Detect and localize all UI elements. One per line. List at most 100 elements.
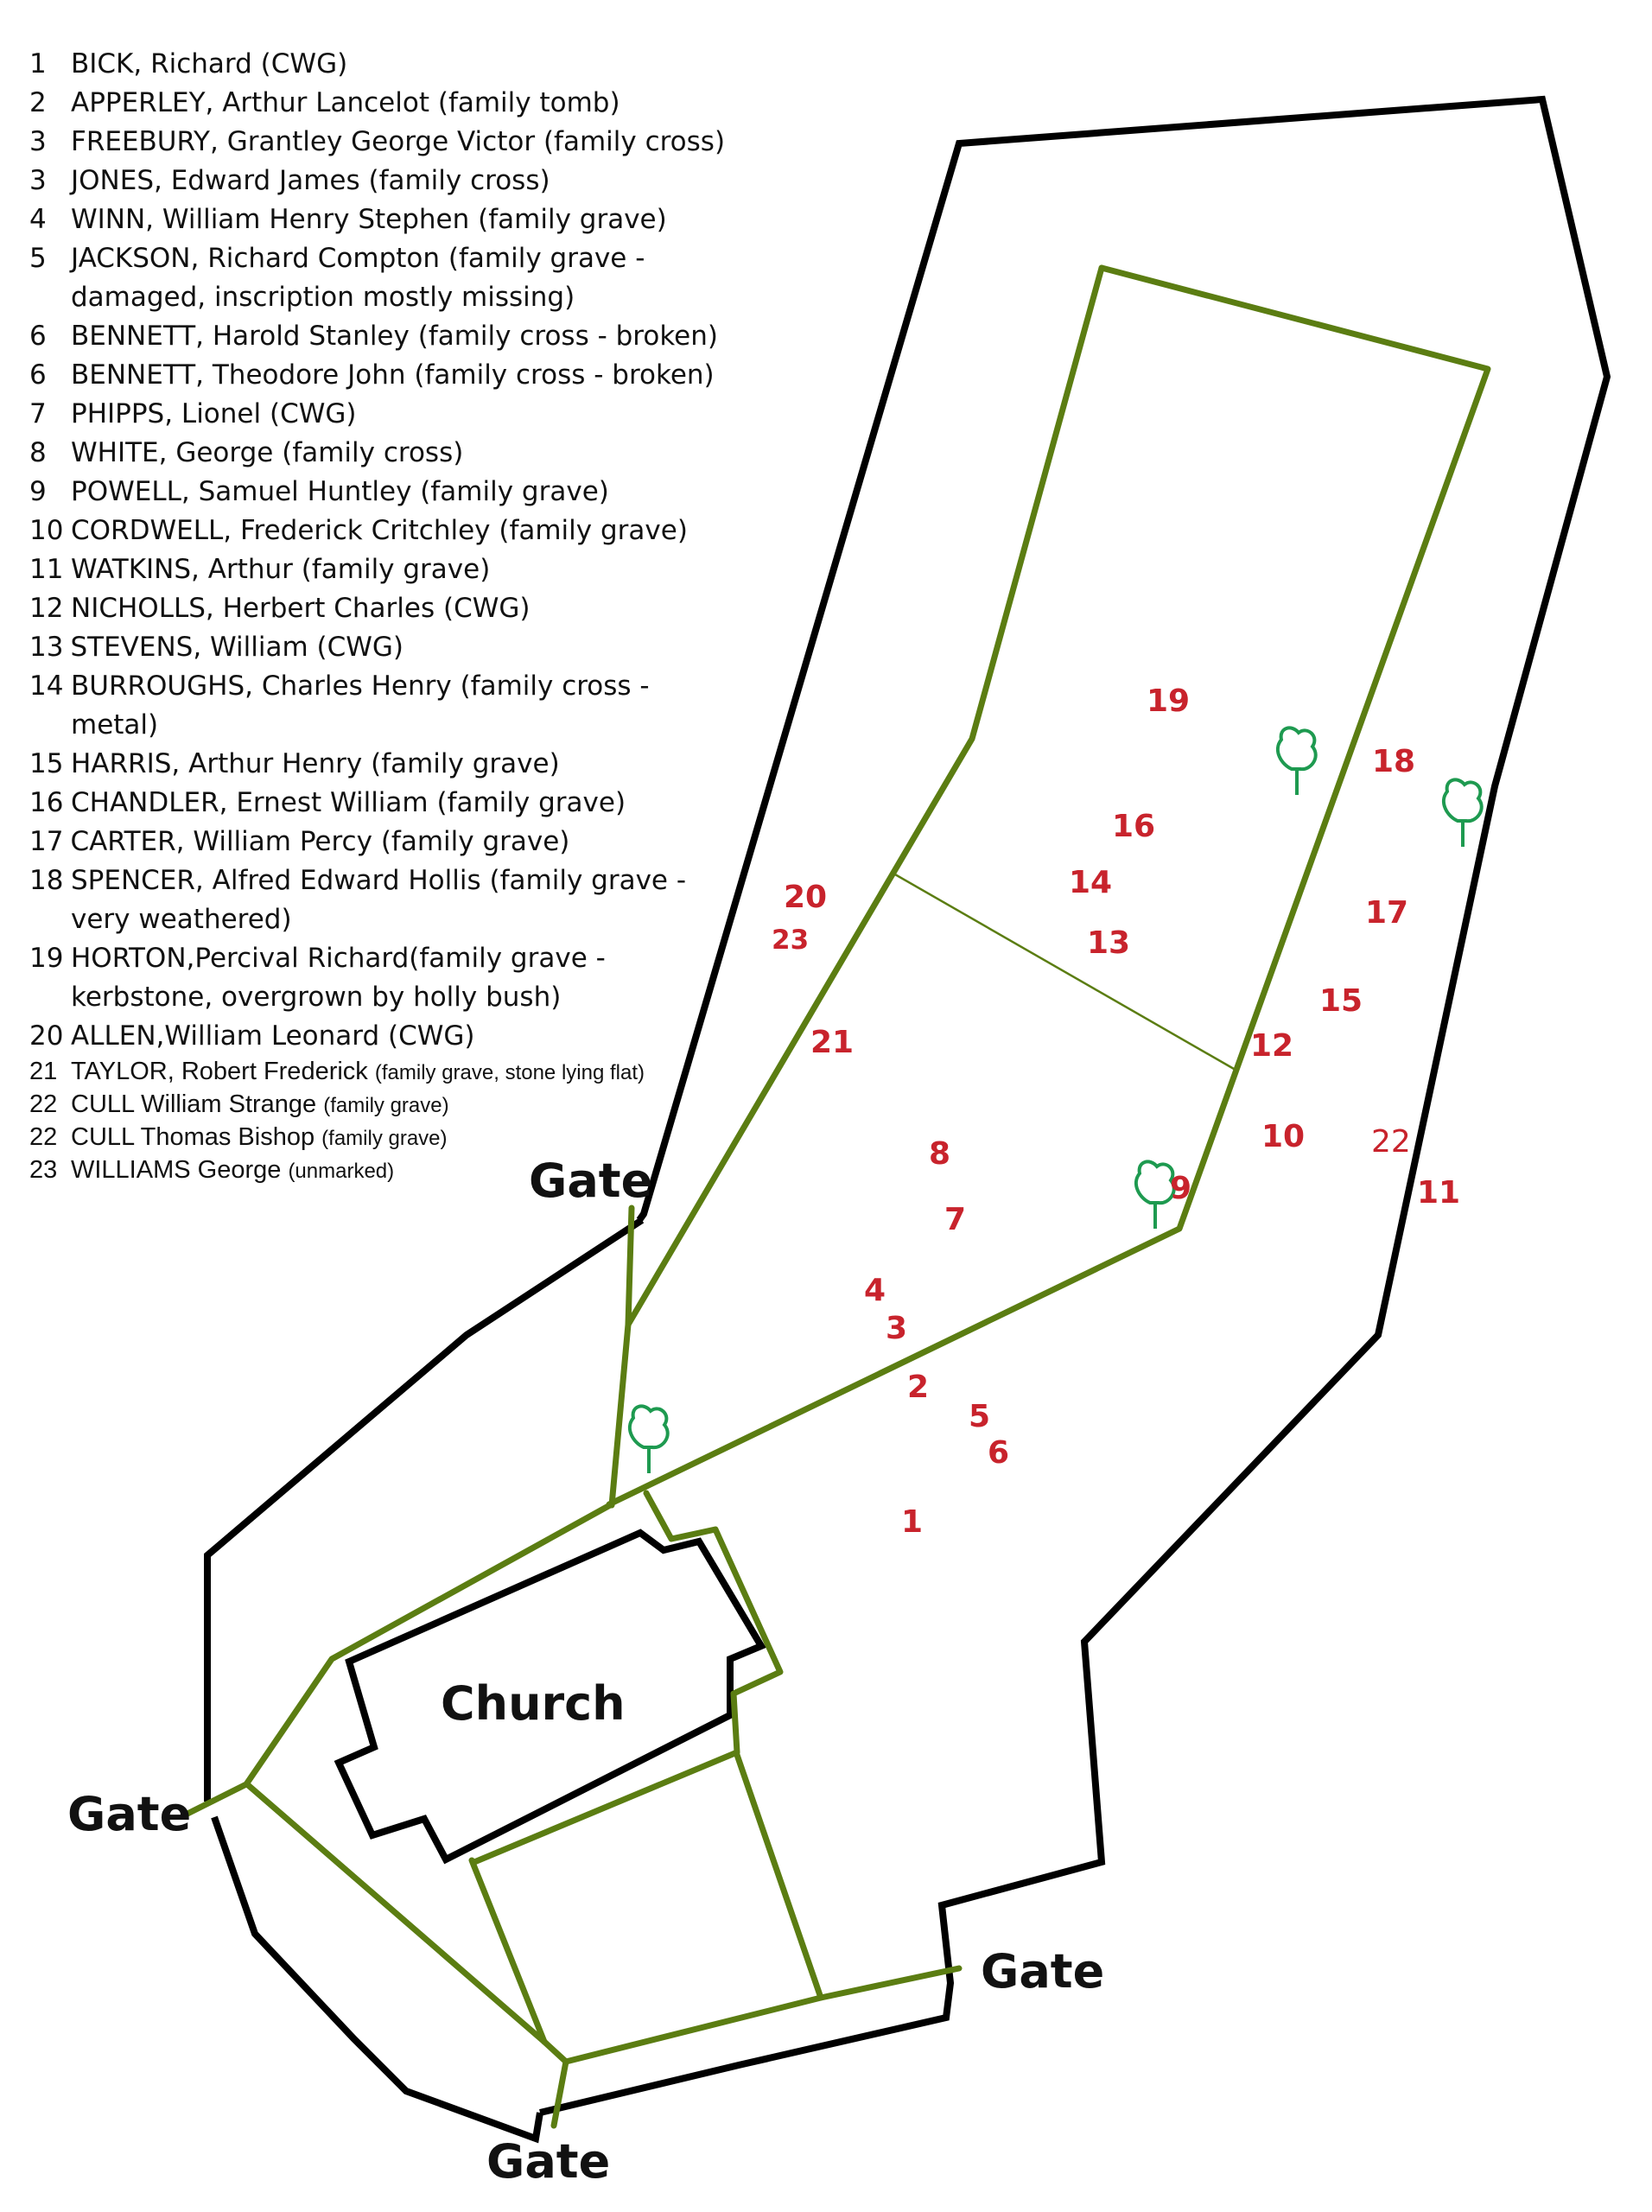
legend-number: 9	[29, 476, 47, 507]
grave-marker: 8	[929, 1136, 950, 1172]
legend-number: 6	[29, 321, 47, 352]
legend-note: (family grave)	[420, 476, 609, 507]
grave-marker: 2	[907, 1370, 929, 1405]
path-church-south	[244, 1781, 548, 2045]
path-south-garden-east	[733, 1749, 824, 2001]
legend-name: JACKSON, Richard Compton	[71, 243, 441, 274]
enclosure-dividing-line	[894, 873, 1235, 1071]
tree-icon	[627, 1404, 670, 1473]
grave-marker: 13	[1087, 925, 1130, 961]
legend-name: STEVENS, William	[70, 632, 308, 663]
legend-number: 5	[29, 243, 47, 274]
legend-name: HORTON,Percival Richard	[71, 943, 410, 974]
legend-number: 21	[29, 1058, 58, 1085]
grave-marker: 4	[864, 1273, 886, 1308]
grave-marker: 12	[1250, 1028, 1293, 1064]
gate-label-west: Gate	[67, 1787, 191, 1841]
path-gate-south	[541, 2038, 569, 2129]
legend-number: 17	[29, 826, 64, 857]
legend-note: (CWG)	[442, 593, 531, 624]
legend-number: 22	[29, 1090, 58, 1118]
legend-note: (family grave)	[436, 787, 626, 818]
legend-note: (unmarked)	[288, 1160, 395, 1183]
legend-note: (family cross - metal)	[71, 671, 650, 741]
grave-marker: 9	[1170, 1171, 1191, 1206]
legend-number: 19	[29, 943, 64, 974]
legend-number: 8	[29, 437, 47, 468]
path-gate-north	[625, 1205, 635, 1328]
legend-note: (family grave, stone lying flat)	[374, 1061, 645, 1084]
grave-marker: 21	[810, 1025, 854, 1060]
tree-icon	[1441, 778, 1484, 847]
legend-note: (family tomb)	[437, 87, 620, 118]
path-church-north	[182, 1502, 613, 1818]
gate-label-south: Gate	[486, 2134, 610, 2189]
legend-name: APPERLEY, Arthur Lancelot	[71, 87, 429, 118]
legend-entry: 7 PHIPPS, Lionel (CWG)	[29, 395, 738, 434]
grave-marker: 7	[944, 1202, 966, 1237]
legend-number: 3	[29, 126, 47, 157]
path-south-east-gate	[562, 1965, 963, 2065]
legend-name: PHIPPS, Lionel	[71, 398, 262, 429]
legend-note: (CWG)	[269, 398, 357, 429]
legend-name: JONES, Edward James	[71, 165, 360, 196]
legend-name: CARTER, William Percy	[70, 826, 372, 857]
legend-note: (family grave)	[499, 515, 688, 546]
grave-marker: 18	[1372, 744, 1415, 779]
legend-name: BENNETT, Harold Stanley	[71, 321, 410, 352]
path-north-enclosure-west	[608, 264, 1105, 1509]
legend-number: 7	[29, 398, 47, 429]
legend-number: 1	[29, 48, 47, 79]
legend-name: CULL Thomas Bishop	[71, 1123, 315, 1151]
legend-note: (family cross)	[368, 165, 550, 196]
legend-number: 6	[29, 359, 47, 391]
legend-name: WINN, William Henry Stephen	[71, 204, 470, 235]
legend-name: ALLEN,William Leonard	[71, 1020, 380, 1052]
legend-name: WHITE, George	[71, 437, 274, 468]
legend-name: SPENCER, Alfred Edward Hollis	[71, 865, 481, 896]
legend-number: 22	[29, 1123, 58, 1151]
legend-name: WILLIAMS George	[71, 1156, 282, 1184]
legend-name: BURROUGHS, Charles Henry	[71, 671, 452, 702]
legend-entry: 21 TAYLOR, Robert Frederick (family grave…	[29, 1056, 738, 1089]
legend-number: 2	[29, 87, 47, 118]
legend-note: (CWG)	[388, 1020, 475, 1052]
grave-marker: 23	[772, 925, 809, 956]
grave-marker: 10	[1261, 1119, 1305, 1154]
legend-note: (CWG)	[316, 632, 404, 663]
legend-note: (family grave - kerbstone, overgrown by …	[71, 943, 606, 1013]
legend-note: (family cross - broken)	[417, 321, 718, 352]
legend-name: HARRIS, Arthur Henry	[71, 748, 363, 779]
legend-number: 20	[29, 1020, 64, 1052]
legend-note: (CWG)	[260, 48, 348, 79]
path-south-garden-west	[468, 1857, 548, 2045]
legend-name: FREEBURY, Grantley George Victor	[71, 126, 536, 157]
legend-number: 13	[29, 632, 64, 663]
boundary-wall-west	[204, 1217, 645, 1802]
legend-name: POWELL, Samuel Huntley	[71, 476, 412, 507]
legend-name: NICHOLLS, Herbert Charles	[71, 593, 435, 624]
grave-marker: 1	[901, 1504, 923, 1540]
grave-marker: 19	[1147, 683, 1190, 719]
legend-name: CHANDLER, Ernest William	[71, 787, 429, 818]
legend-name: TAYLOR, Robert Frederick	[71, 1058, 368, 1085]
grave-marker: 3	[886, 1311, 907, 1346]
grave-marker: 11	[1417, 1175, 1460, 1211]
legend-number: 12	[29, 593, 64, 624]
legend-note: (family grave)	[301, 554, 491, 585]
grave-markers: 1 2 3 4 5 6 7 8 9 10 11 12 13 14 15 16 1…	[772, 683, 1460, 1540]
legend-name: CULL William Strange	[71, 1090, 317, 1118]
